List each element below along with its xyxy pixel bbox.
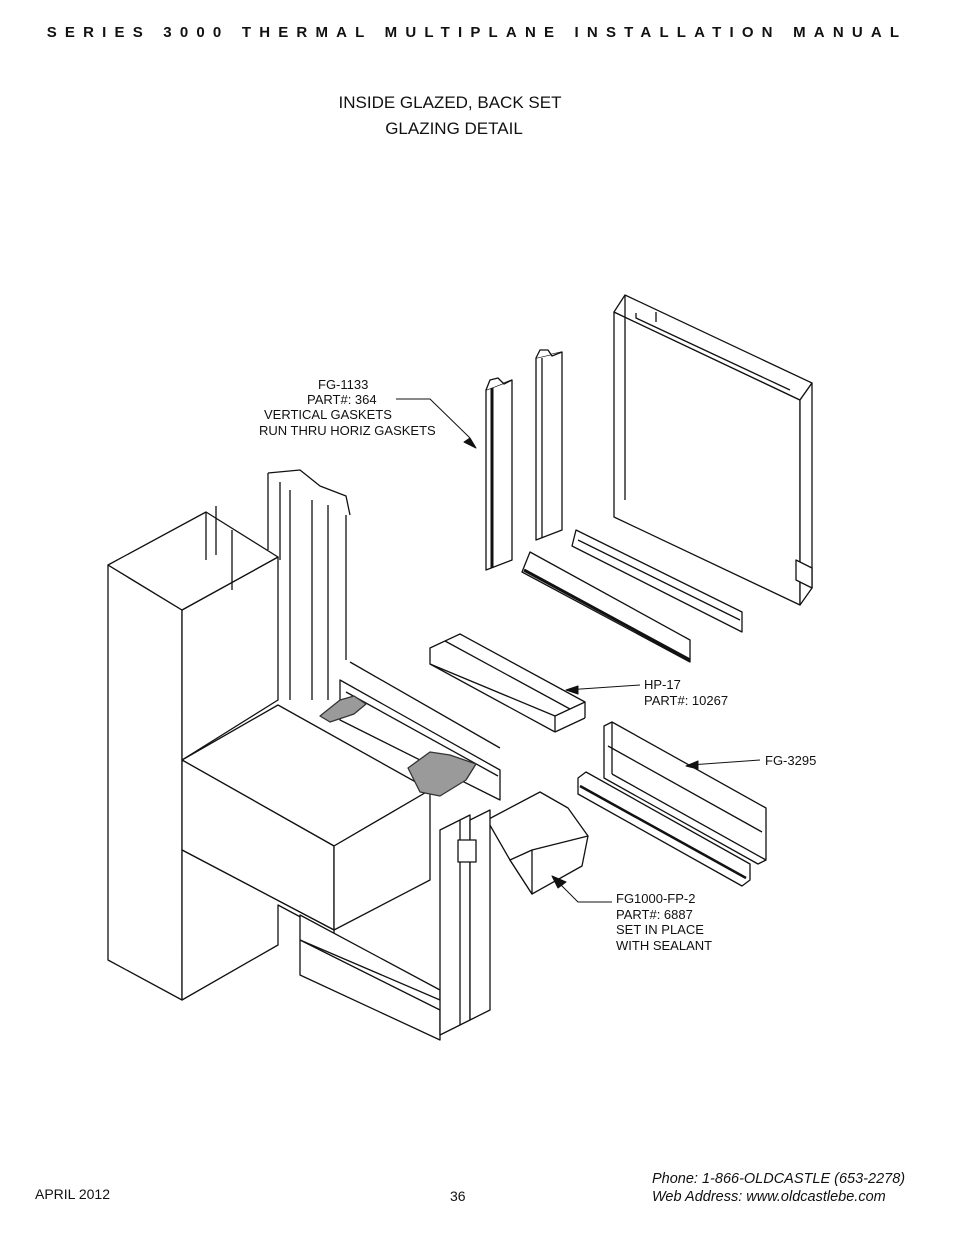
page-header: SERIES 3000 THERMAL MULTIPLANE INSTALLAT…: [46, 24, 908, 41]
callout-hp17: HP-17 PART#: 10267: [644, 677, 728, 708]
vertical-mullion: [107, 469, 351, 1001]
callout-fg1133-part: PART#: 364: [307, 392, 377, 407]
callout-fg1000-line1: FG1000-FP-2: [616, 891, 696, 906]
footer-web: Web Address: www.oldcastlebe.com: [652, 1189, 886, 1205]
footer-contact: Phone: 1-866-OLDCASTLE (653-2278) Web Ad…: [652, 1170, 905, 1206]
fg1000-glazing-stop: [577, 771, 751, 887]
figure-title-line1: INSIDE GLAZED, BACK SET: [338, 93, 562, 112]
callout-fg3295: FG-3295: [765, 753, 816, 769]
end-cap-fg1000: [486, 791, 589, 895]
callout-fg3295-line1: FG-3295: [765, 753, 817, 768]
callout-fg1000-line3: SET IN PLACE: [616, 922, 704, 937]
figure-title-line2: GLAZING DETAIL: [385, 119, 523, 138]
fg3295-extrusion: [603, 721, 767, 865]
footer-date: APRIL 2012: [35, 1186, 110, 1202]
horizontal-gaskets: [521, 529, 743, 663]
callout-fg1133-line1: FG-1133: [318, 377, 369, 392]
callout-fg1133-desc1: VERTICAL GASKETS: [264, 407, 392, 422]
callout-fg1000-line2: PART#: 6887: [616, 906, 693, 922]
callout-fg1000: FG1000-FP-2 PART#: 6887 SET IN PLACE WIT…: [616, 891, 712, 953]
setting-block-hp17: [429, 633, 586, 733]
footer-phone: Phone: 1-866-OLDCASTLE (653-2278): [652, 1171, 906, 1187]
vertical-gaskets: [485, 349, 563, 571]
leader-lines: [396, 398, 761, 903]
callout-fg1133-desc2: RUN THRU HORIZ GASKETS: [259, 423, 436, 438]
callout-hp17-line2: PART#: 10267: [644, 692, 729, 708]
callout-fg1000-line4: WITH SEALANT: [616, 937, 713, 953]
sealant-shading: [319, 695, 477, 797]
glass-unit: [613, 294, 813, 606]
callout-hp17-line1: HP-17: [644, 677, 681, 692]
page-number: 36: [450, 1188, 466, 1204]
